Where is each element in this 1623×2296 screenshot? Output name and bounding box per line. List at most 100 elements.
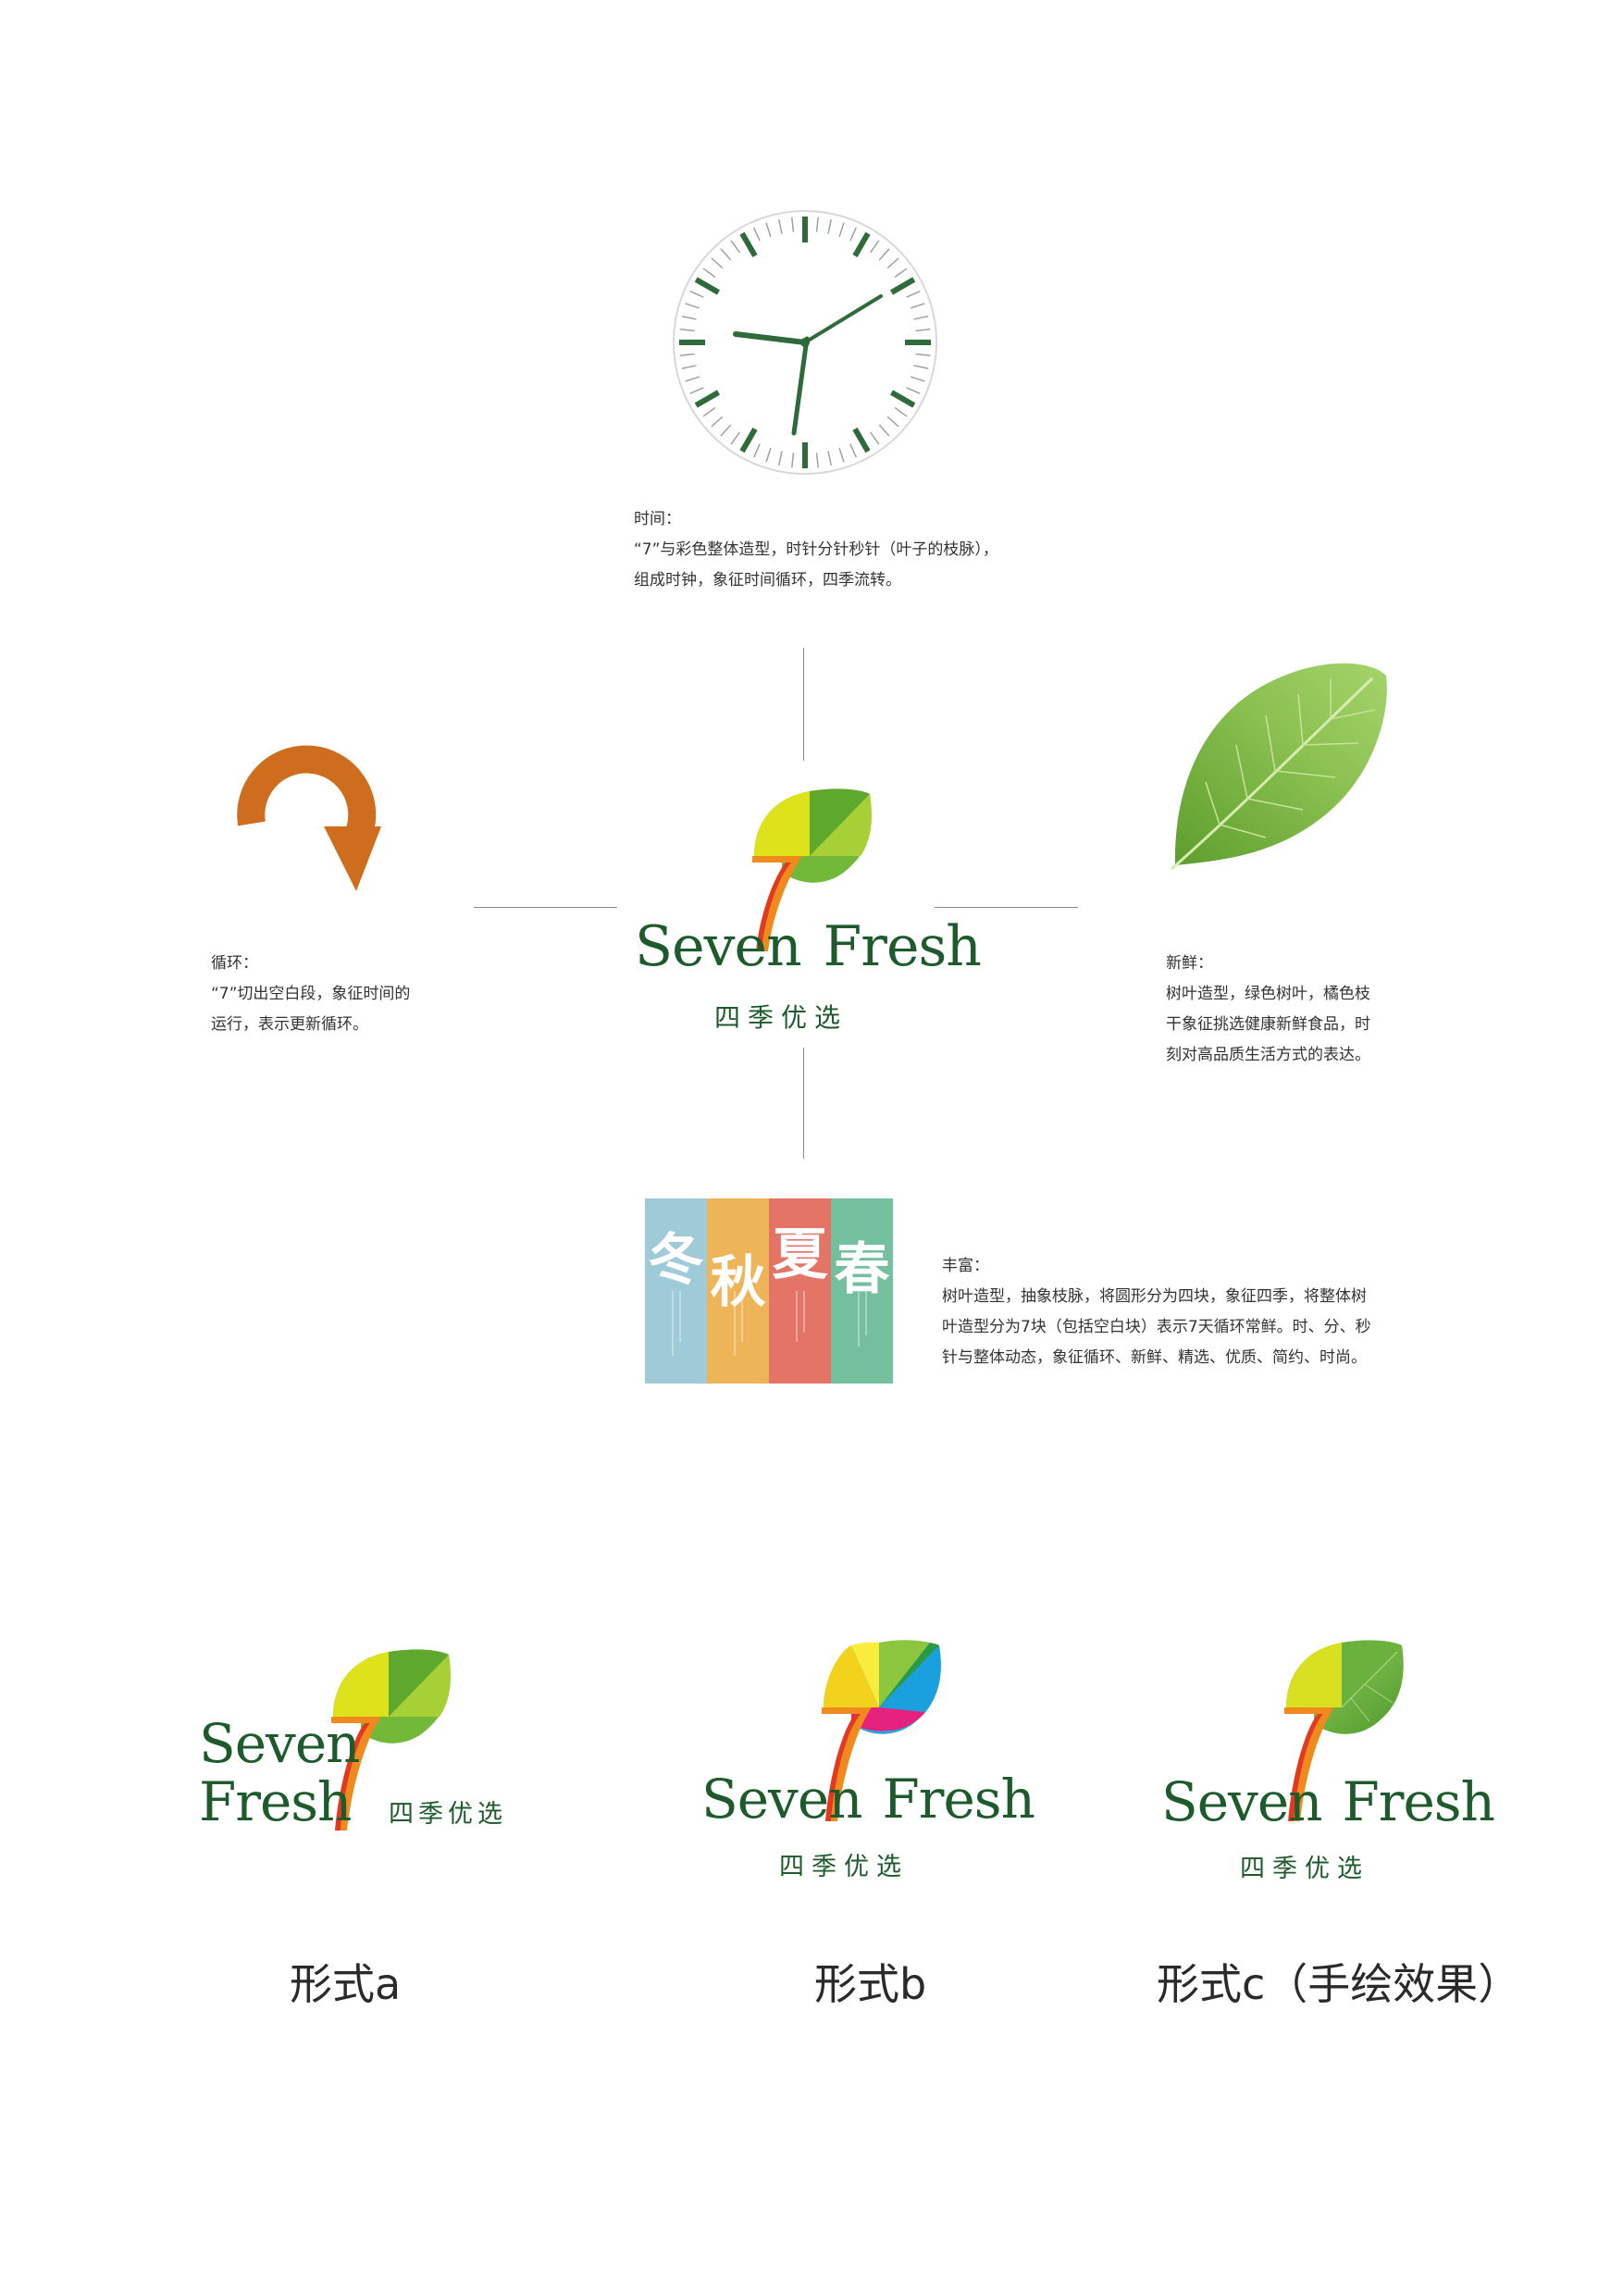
form-c-subtitle: 四季优选 — [1240, 1855, 1369, 1883]
rich-line-1: 树叶造型，抽象枝脉，将圆形分为四块，象征四季，将整体树 — [942, 1287, 1367, 1306]
clock-minor-tick — [894, 267, 908, 279]
form-c-fresh: Fresh — [1342, 1770, 1495, 1833]
season-char-summer: 夏 — [772, 1222, 828, 1287]
clock-minor-tick — [878, 424, 890, 437]
clock-minor-tick — [689, 290, 704, 298]
center-logo-leaf-icon — [752, 788, 872, 951]
cycle-line-2: 运行，表示更新循环。 — [211, 1015, 368, 1034]
clock-minor-tick — [906, 387, 921, 395]
season-panel-summer: 夏 — [769, 1198, 831, 1384]
clock-minor-tick — [886, 257, 899, 269]
form-b-fresh: Fresh — [882, 1768, 1035, 1831]
divider-bottom — [803, 1048, 804, 1159]
clock-major-tick — [739, 231, 758, 257]
clock-minor-tick — [849, 443, 858, 458]
clock-minor-tick — [910, 303, 925, 309]
clock-minor-tick — [681, 315, 697, 320]
season-char-winter: 冬 — [648, 1228, 704, 1293]
fresh-title: 新鲜： — [1166, 954, 1213, 973]
clock-minor-tick — [791, 453, 795, 468]
fresh-description: 新鲜： 树叶造型，绿色树叶，橘色枝 干象征挑选健康新鲜食品，时 刻对高品质生活方… — [1166, 949, 1370, 1071]
cycle-arrow-icon — [237, 745, 381, 891]
season-panel-spring: 春 — [831, 1198, 893, 1384]
clock-minor-tick — [838, 222, 845, 238]
rich-description: 丰富： 树叶造型，抽象枝脉，将圆形分为四块，象征四季，将整体树 叶造型分为7块（… — [942, 1251, 1371, 1373]
clock-minor-tick — [915, 329, 931, 332]
clock-minor-tick — [702, 267, 716, 279]
time-line-2: 组成时钟，象征时间循环，四季流转。 — [634, 571, 901, 590]
rich-line-3: 针与整体动态，象征循环、新鲜、精选、优质、简约、时尚。 — [942, 1348, 1367, 1367]
clock-minor-tick — [711, 257, 724, 269]
clock-minor-tick — [685, 376, 700, 382]
clock-minor-tick — [720, 248, 732, 261]
clock-minor-tick — [894, 406, 908, 417]
clock-minor-tick — [910, 376, 925, 382]
leaf-photo-icon — [1171, 663, 1387, 871]
clock-major-tick — [694, 277, 720, 295]
clock-minor-tick — [827, 451, 833, 466]
clock-minor-tick — [815, 217, 819, 232]
clock-major-tick — [739, 428, 758, 453]
clock-minor-tick — [689, 387, 704, 395]
center-logo-seven: Seven — [635, 914, 802, 979]
clock-minor-tick — [777, 451, 783, 466]
center-logo-fresh: Fresh — [823, 914, 982, 979]
clock-minor-tick — [681, 365, 697, 370]
clock-minor-tick — [906, 290, 921, 298]
form-b-caption: 形式b — [814, 1959, 927, 2009]
season-panel-winter: 冬 — [645, 1198, 707, 1384]
clock-minor-tick — [711, 416, 724, 428]
divider-right — [935, 907, 1078, 908]
form-a-subtitle: 四季优选 — [389, 1800, 507, 1829]
time-title: 时间： — [634, 510, 681, 528]
form-a-seven: Seven — [199, 1712, 361, 1775]
seasons-image: 冬 秋 夏 春 — [645, 1198, 893, 1384]
clock-minor-tick — [849, 227, 858, 242]
clock-minor-tick — [827, 218, 833, 234]
form-b-subtitle: 四季优选 — [779, 1853, 909, 1881]
clock-major-tick — [890, 277, 916, 295]
form-c-leaf-icon — [1284, 1640, 1404, 1821]
form-a-leaf-icon — [331, 1649, 451, 1831]
clock-minor-tick — [730, 240, 741, 254]
form-b-leaf-icon — [822, 1640, 941, 1821]
clock-minor-tick — [777, 218, 783, 234]
form-b-seven: Seven — [701, 1768, 863, 1831]
clock-major-tick — [890, 390, 916, 408]
rich-line-2: 叶造型分为7块（包括空白块）表示7天循环常鲜。时、分、秒 — [942, 1318, 1371, 1336]
fresh-line-1: 树叶造型，绿色树叶，橘色枝 — [1166, 985, 1370, 1003]
rich-title: 丰富： — [942, 1257, 989, 1275]
divider-top — [803, 648, 804, 761]
clock-major-tick — [852, 231, 871, 257]
clock-minor-tick — [878, 248, 890, 261]
form-a-fresh: Fresh — [199, 1770, 352, 1833]
center-logo-subtitle: 四季优选 — [714, 1002, 849, 1033]
clock-minor-tick — [720, 424, 732, 437]
clock-minor-tick — [915, 353, 931, 356]
clock-major-tick — [852, 428, 871, 453]
clock-minor-tick — [838, 447, 845, 463]
clock-minor-tick — [679, 329, 695, 332]
form-c-wordmark: Seven Fresh — [1161, 1770, 1495, 1833]
season-char-spring: 春 — [834, 1237, 890, 1302]
season-char-autumn: 秋 — [710, 1250, 766, 1315]
cycle-title: 循环： — [211, 954, 258, 973]
form-c-caption: 形式c（手绘效果） — [1157, 1959, 1521, 2009]
time-description: 时间： “7”与彩色整体造型，时针分针秒针（叶子的枝脉）， 组成时钟，象征时间循… — [634, 504, 998, 596]
form-c-seven: Seven — [1161, 1770, 1323, 1833]
clock-minor-tick — [730, 431, 741, 445]
clock-minor-tick — [791, 217, 795, 232]
clock-minor-tick — [869, 431, 880, 445]
cycle-description: 循环： “7”切出空白段，象征时间的 运行，表示更新循环。 — [211, 949, 410, 1040]
divider-left — [474, 907, 617, 908]
clock-minor-tick — [913, 365, 929, 370]
cycle-line-1: “7”切出空白段，象征时间的 — [211, 985, 411, 1003]
form-b-wordmark: Seven Fresh — [701, 1768, 1035, 1831]
clock-minor-tick — [752, 227, 761, 242]
clock-minor-tick — [886, 416, 899, 428]
form-a-caption: 形式a — [290, 1959, 402, 2009]
season-panel-autumn: 秋 — [707, 1198, 769, 1384]
clock-minor-tick — [913, 315, 929, 320]
clock-minor-tick — [815, 453, 819, 468]
fresh-line-3: 刻对高品质生活方式的表达。 — [1166, 1046, 1370, 1064]
